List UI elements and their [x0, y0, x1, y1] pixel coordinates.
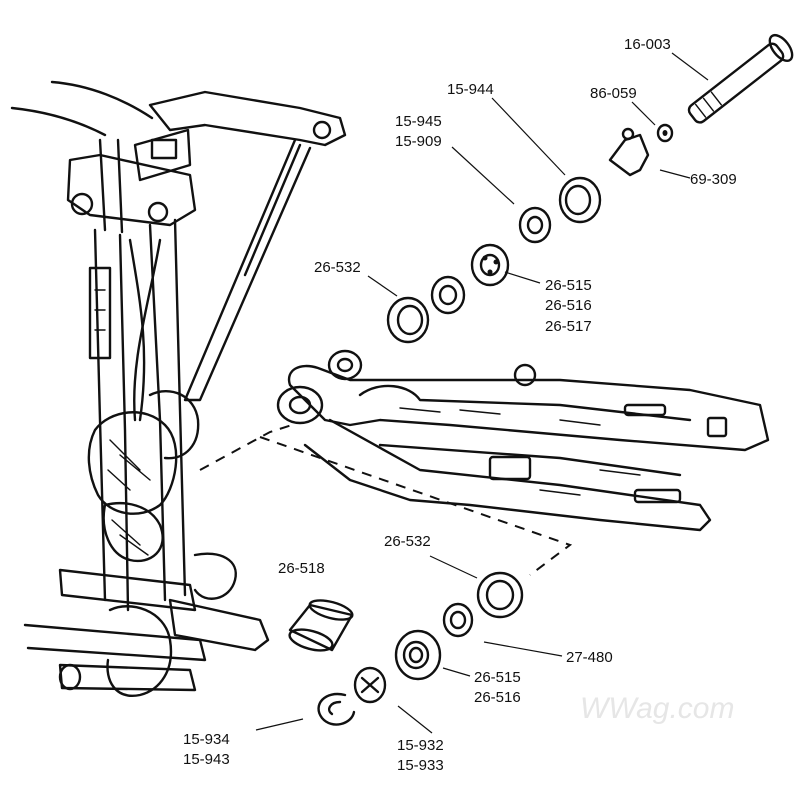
lock-tab-part: [608, 127, 650, 177]
circlip-part: [317, 692, 356, 726]
part-label-15-934: 15-934: [183, 731, 230, 748]
part-label-26-532-upper: 26-532: [314, 259, 361, 276]
part-label-15-909: 15-909: [395, 133, 442, 150]
part-label-26-532-lower: 26-532: [384, 533, 431, 550]
part-label-26-518: 26-518: [278, 560, 325, 577]
retaining-ring-part: [353, 666, 387, 704]
leader-lines: [255, 52, 709, 734]
dust-cover-part-lower: [476, 571, 524, 619]
motorcycle-frame: [10, 80, 347, 697]
part-label-16-003: 16-003: [624, 36, 671, 53]
part-label-26-516-lower: 26-516: [474, 689, 521, 706]
part-label-26-517-upper: 26-517: [545, 318, 592, 335]
swing-arm: [276, 349, 770, 532]
part-label-15-932: 15-932: [397, 737, 444, 754]
part-label-86-059: 86-059: [590, 85, 637, 102]
part-label-15-945: 15-945: [395, 113, 442, 130]
seal-part-lower: [442, 602, 474, 638]
part-label-26-516-upper: 26-516: [545, 297, 592, 314]
part-label-69-309: 69-309: [690, 171, 737, 188]
assembly-guide-line-lower: [259, 436, 573, 576]
small-washer-part: [656, 123, 674, 143]
part-labels: 16-003 15-944 86-059 15-945 15-909 69-30…: [183, 36, 737, 774]
assembly-guide-line-upper: [199, 424, 293, 471]
spacer-washer-part: [518, 206, 552, 244]
dust-cover-part-upper: [386, 296, 430, 344]
sleeve-part: [288, 599, 354, 652]
watermark-text: WWag.com: [580, 692, 734, 725]
part-label-26-515-lower: 26-515: [474, 669, 521, 686]
part-label-15-943: 15-943: [183, 751, 230, 768]
bearing-part-lower: [394, 629, 442, 681]
part-label-15-933: 15-933: [397, 757, 444, 774]
part-label-15-944: 15-944: [447, 81, 494, 98]
bearing-part-upper: [470, 243, 510, 287]
spindle-bolt-part: [687, 33, 794, 124]
seal-part-upper: [430, 275, 466, 315]
part-label-26-515-upper: 26-515: [545, 277, 592, 294]
large-bush-part: [558, 176, 602, 224]
part-label-27-480: 27-480: [566, 649, 613, 666]
